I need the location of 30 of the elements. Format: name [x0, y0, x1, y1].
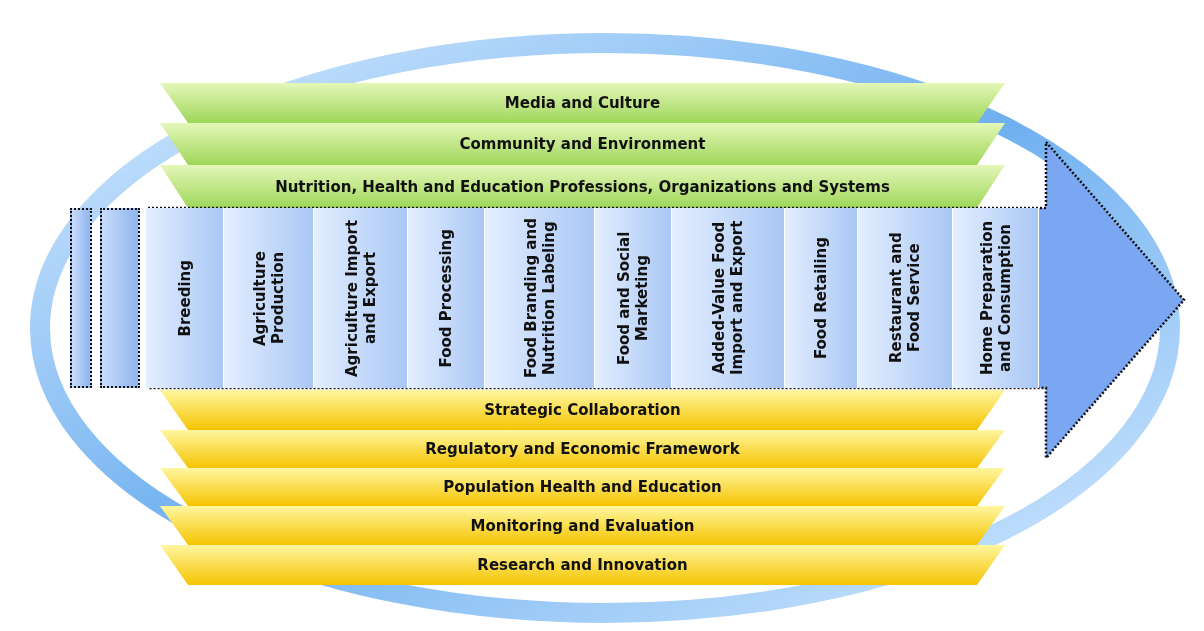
layer-label: Regulatory and Economic Framework [425, 440, 740, 458]
layer-label: Strategic Collaboration [484, 401, 681, 419]
layer-label: Research and Innovation [477, 556, 688, 574]
stage-label: Added-Value Food Import and Export [710, 219, 746, 378]
dotted-bar [70, 208, 92, 388]
layer-label: Nutrition, Health and Education Professions, Organizations and Systems [275, 177, 890, 196]
stage-column [595, 208, 672, 388]
stage-column [146, 208, 224, 388]
layer-label: Media and Culture [504, 94, 661, 112]
stage-label: Food Retailing [812, 236, 830, 360]
stage-column [224, 208, 314, 388]
stage-column [314, 208, 408, 388]
stage-label: Home Preparation and Consumption [977, 219, 1014, 378]
stage-column [953, 208, 1039, 388]
stage-column [408, 208, 485, 388]
stage-column [785, 208, 858, 388]
stage-column [485, 208, 595, 388]
stage-label: Breeding [175, 259, 194, 337]
stage-label: Agriculture Import and Export [342, 218, 379, 379]
stage-column [672, 208, 785, 388]
layer-label: Community and Environment [459, 135, 706, 153]
stage-label: Food Processing [437, 228, 455, 368]
layer-label: Monitoring and Evaluation [470, 516, 695, 535]
dotted-bar [100, 208, 140, 388]
stage-label: Food and Social Marketing [615, 230, 651, 367]
stage-label: Agriculture Production [250, 249, 287, 348]
stage-label: Restaurant and Food Service [887, 231, 923, 366]
stage-label: Food Branding and Nutrition Labeling [521, 217, 558, 380]
layer-label: Population Health and Education [443, 478, 722, 496]
stage-column [858, 208, 953, 388]
